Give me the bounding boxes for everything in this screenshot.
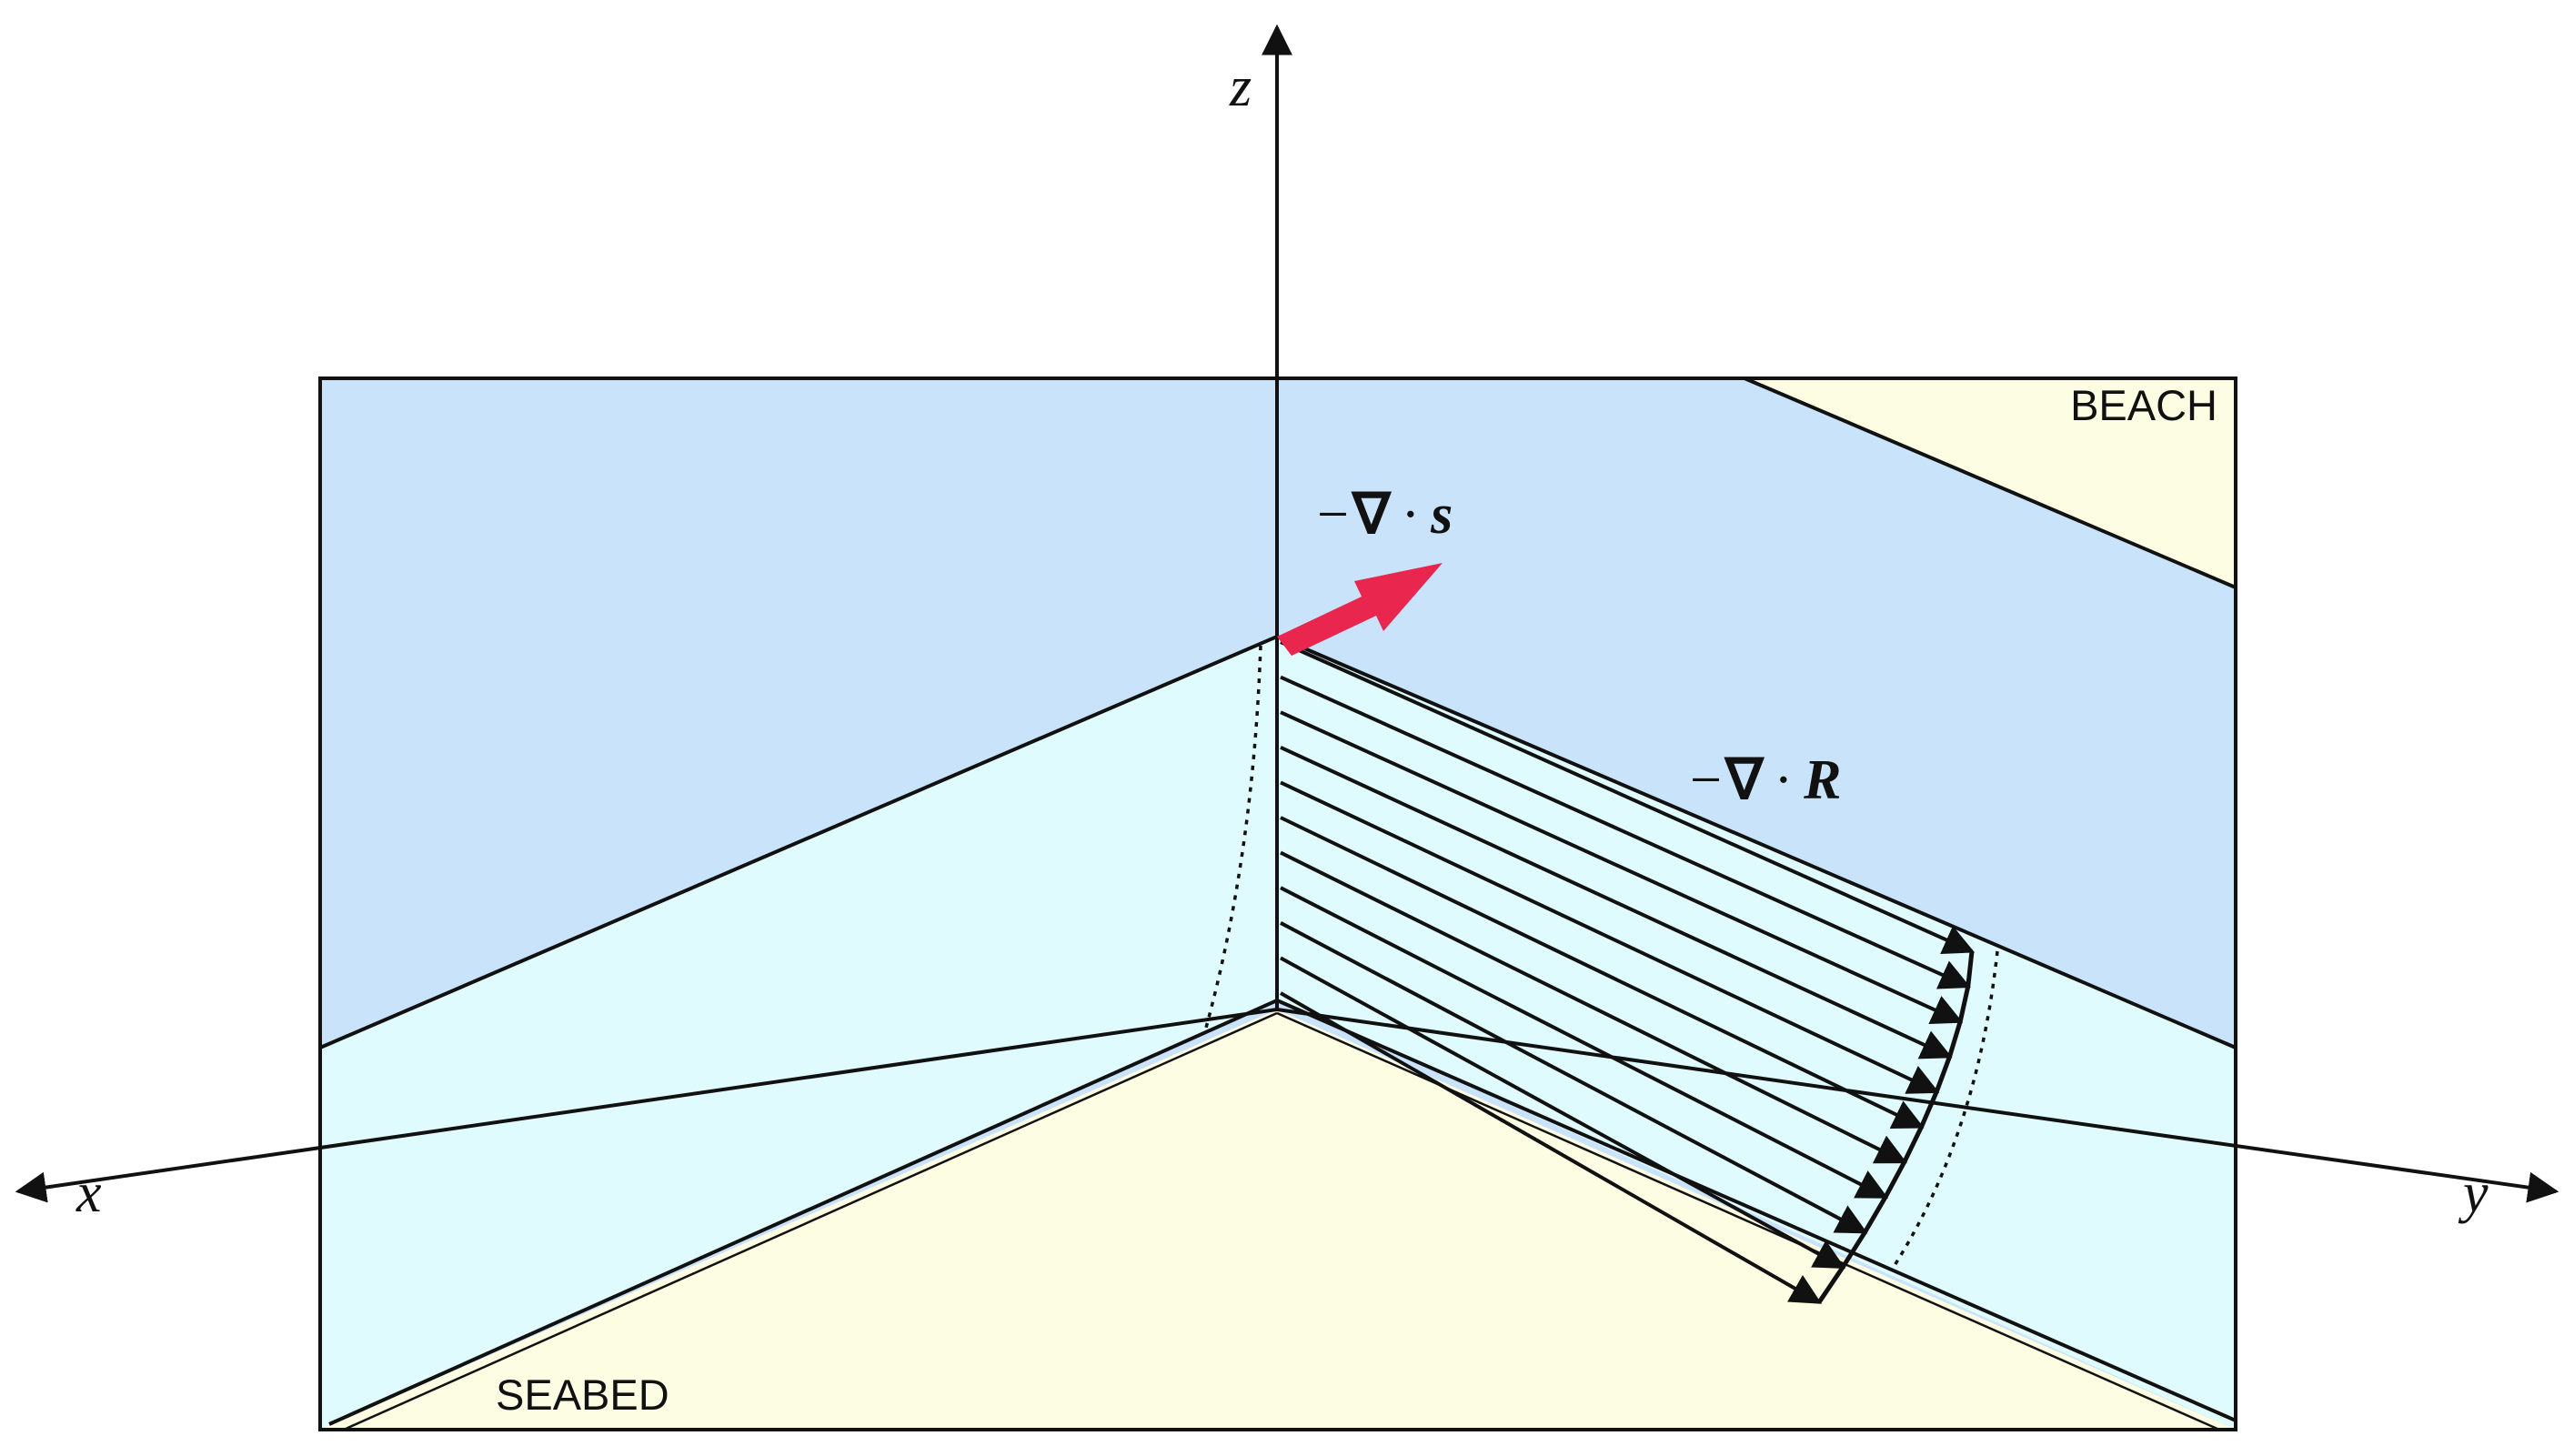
surface-gradient-label: −∇·s: [1317, 484, 1453, 546]
beach-label: BEACH: [2070, 381, 2217, 429]
profile-arrow: [1280, 675, 1971, 989]
radiation-stress-label: −∇·R: [1690, 749, 1841, 811]
profile-arrow: [1280, 921, 1868, 1234]
surface-gradient-symbol: s: [1430, 484, 1453, 546]
surface-gradient-dot: ·: [1401, 484, 1420, 546]
radiation-stress-nabla: ∇: [1724, 749, 1765, 811]
structure-lines: [318, 377, 2237, 1431]
surface-gradient-arrow: [1277, 563, 1443, 656]
water-wall-right: [1277, 637, 2236, 1430]
axis-x-label: x: [75, 1162, 102, 1224]
radiation-stress-symbol: R: [1803, 749, 1841, 811]
radiation-stress-minus: −: [1690, 749, 1722, 811]
seabed-edge-left: [328, 999, 1278, 1426]
beach-shoreline: [1744, 377, 2237, 589]
axis-y-line: [1276, 1008, 2559, 1203]
water-wall-left: [320, 637, 1277, 1430]
axes: [15, 24, 2559, 1203]
profile-arrow: [1280, 710, 1964, 1024]
profile-arrow: [1280, 640, 1976, 955]
profile-arrow: [1280, 780, 1940, 1094]
axis-y-label: y: [2458, 1162, 2489, 1224]
profile-arrow: [1280, 850, 1907, 1164]
seabed-region: [320, 1009, 2236, 1430]
axis-x-line: [15, 1008, 1278, 1203]
surface-edge-right: [1276, 635, 2237, 1049]
seabed-edge-right: [1276, 999, 2237, 1422]
dotted-boundary-right: [1890, 950, 1999, 1270]
profile-arrow: [1280, 816, 1925, 1130]
profile-envelope: [1816, 950, 1975, 1304]
surface-gradient-minus: −: [1317, 484, 1349, 546]
radiation-stress-dot: ·: [1774, 749, 1793, 811]
profile-arrow: [1280, 745, 1953, 1059]
profile-arrow: [1280, 991, 1822, 1304]
surface-gradient-nabla: ∇: [1351, 484, 1393, 546]
profile-arrow: [1280, 886, 1889, 1199]
seabed-label: SEABED: [496, 1371, 669, 1419]
axis-z-label: z: [1229, 56, 1252, 118]
dotted-boundary-left: [1204, 645, 1262, 1029]
dotted-boundaries: [1204, 645, 1999, 1270]
velocity-profile: [1280, 640, 1976, 1304]
profile-arrow: [1280, 956, 1846, 1270]
surface-edge-left: [319, 635, 1278, 1049]
seabed-edge-left-inner: [343, 1011, 1278, 1431]
